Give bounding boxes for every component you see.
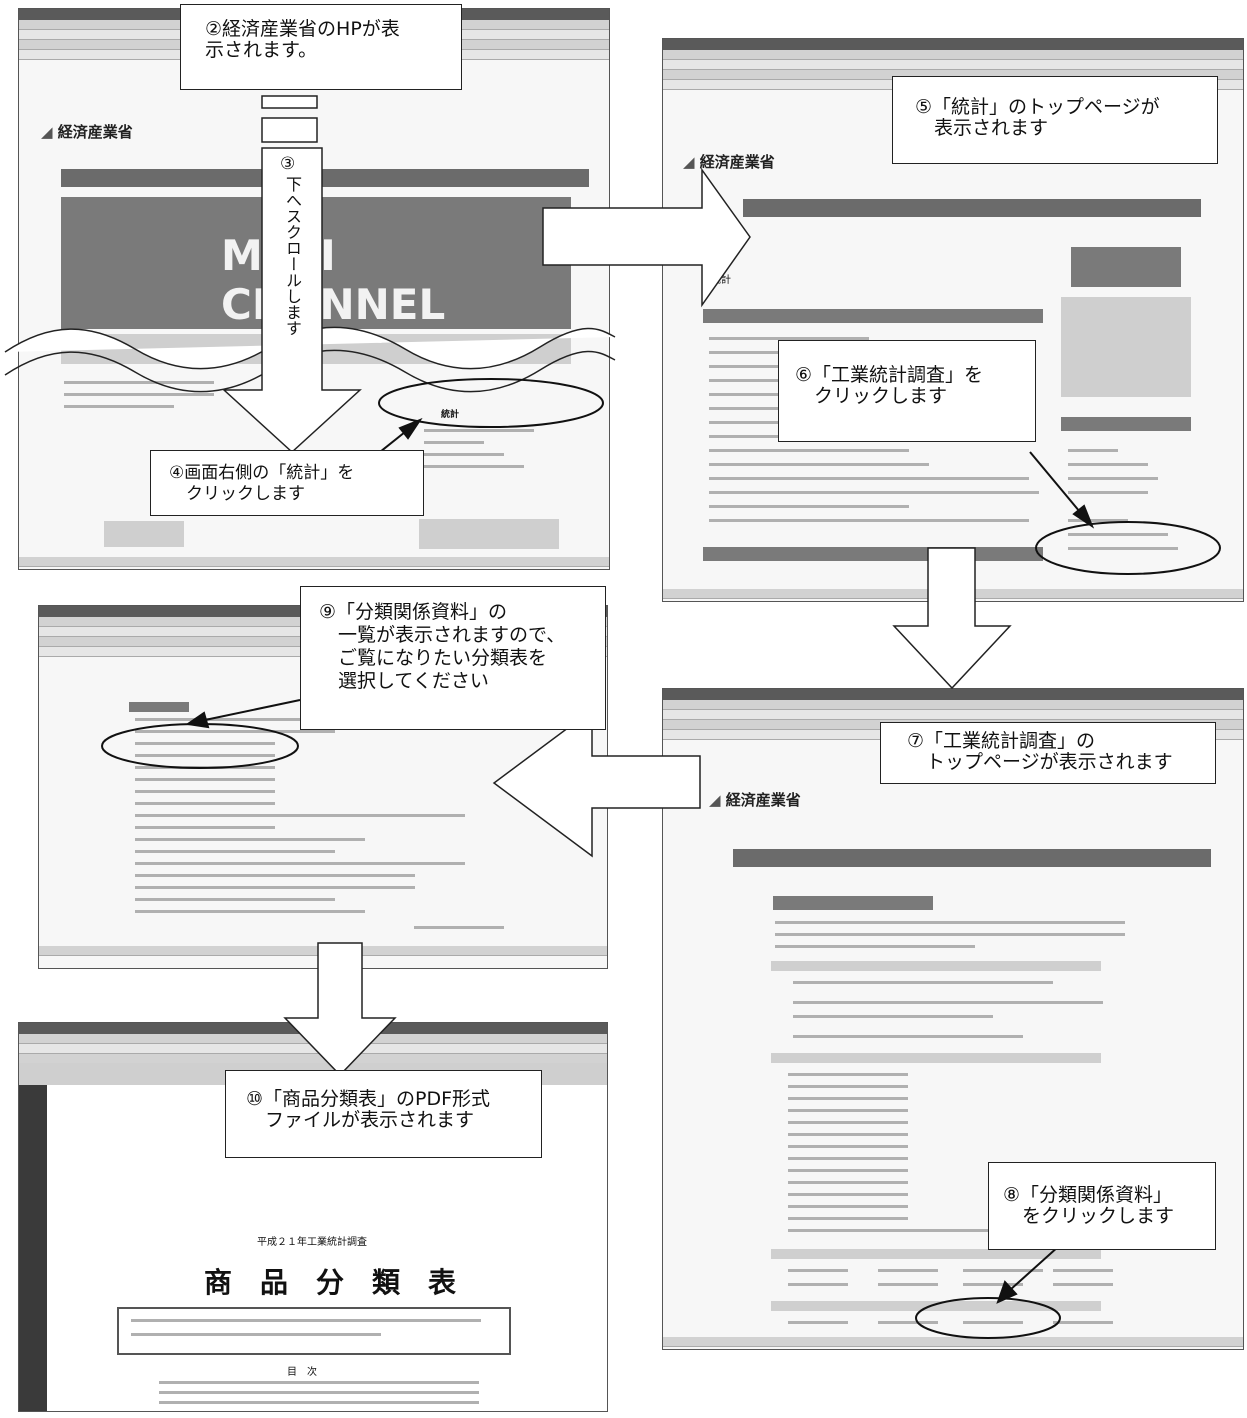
- highlight-ellipse-industrial: [1035, 521, 1221, 575]
- meti-nav-bar: [61, 169, 589, 187]
- meti-nav-bar-2: [743, 199, 1201, 217]
- callout-step-2: ②経済産業省のHPが表 示されます。: [180, 4, 462, 90]
- callout-step-3-number: ③: [280, 154, 296, 174]
- doc-header: 平成２１年工業統計調査: [257, 1237, 367, 1248]
- callout-step-6-text: ⑥「工業統計調査」を クリックします: [795, 364, 984, 407]
- callout-step-8: ⑧「分類関係資料」 をクリックします: [988, 1162, 1216, 1250]
- highlight-ellipse-stats: [378, 378, 604, 428]
- callout-step-10-text: ⑩「商品分類表」のPDF形式 ファイルが表示されます: [246, 1088, 491, 1131]
- callout-step-5-text: ⑤「統計」のトップページが 表示されます: [915, 96, 1160, 139]
- callout-step-9-text: ⑨「分類関係資料」の 一覧が表示されますので、 ご覧になりたい分類表を 選択して…: [319, 601, 566, 692]
- earthquake-banner[interactable]: [1071, 247, 1181, 287]
- callout-step-4-text: ④画面右側の「統計」を クリックします: [169, 463, 355, 504]
- callout-step-6: ⑥「工業統計調査」を クリックします: [778, 340, 1036, 442]
- highlight-ellipse-classification: [915, 1297, 1061, 1339]
- scroll-arrow-tab-2: [261, 117, 318, 143]
- arrow-down-1: [892, 547, 1012, 690]
- toc-title: 目 次: [287, 1367, 317, 1378]
- callout-step-10: ⑩「商品分類表」のPDF形式 ファイルが表示されます: [225, 1070, 542, 1158]
- callout-step-7-text: ⑦「工業統計調査」の トップページが表示されます: [907, 730, 1173, 773]
- callout-step-2-text: ②経済産業省のHPが表 示されます。: [205, 18, 400, 61]
- logo-mark-icon: ◢: [709, 791, 721, 809]
- callout-step-7: ⑦「工業統計調査」の トップページが表示されます: [880, 722, 1216, 784]
- arrow-left-1: [492, 708, 701, 858]
- stats-link[interactable]: 統計: [441, 410, 460, 420]
- ministry-name-3: 経済産業省: [725, 791, 801, 809]
- callout-step-5: ⑤「統計」のトップページが 表示されます: [892, 76, 1218, 164]
- scroll-down-arrow: [222, 147, 362, 454]
- meti-nav-bar-3: [733, 849, 1211, 867]
- callout-step-4: ④画面右側の「統計」を クリックします: [150, 450, 424, 516]
- logo-mark-icon: ◢: [683, 153, 695, 171]
- arrow-down-2: [283, 942, 397, 1077]
- callout-step-3-text: 下へスクロールします: [283, 176, 302, 336]
- ministry-name-2: 経済産業省: [699, 153, 775, 171]
- logo-mark-icon: ◢: [41, 123, 53, 141]
- highlight-ellipse-product-table: [101, 723, 299, 769]
- meti-logo-3: ◢ 経済産業省: [709, 789, 801, 810]
- doc-title: 商 品 分 類 表: [204, 1266, 457, 1299]
- ministry-name: 経済産業省: [57, 123, 133, 141]
- meti-logo-2: ◢ 経済産業省: [683, 151, 775, 172]
- callout-step-8-text: ⑧「分類関係資料」 をクリックします: [1003, 1184, 1175, 1227]
- arrow-right-1: [542, 167, 751, 308]
- callout-step-9: ⑨「分類関係資料」の 一覧が表示されますので、 ご覧になりたい分類表を 選択して…: [300, 586, 606, 730]
- stats-page-heading: 統計: [711, 275, 731, 286]
- meti-logo: ◢ 経済産業省: [41, 121, 133, 142]
- scroll-arrow-tab-1: [261, 95, 318, 109]
